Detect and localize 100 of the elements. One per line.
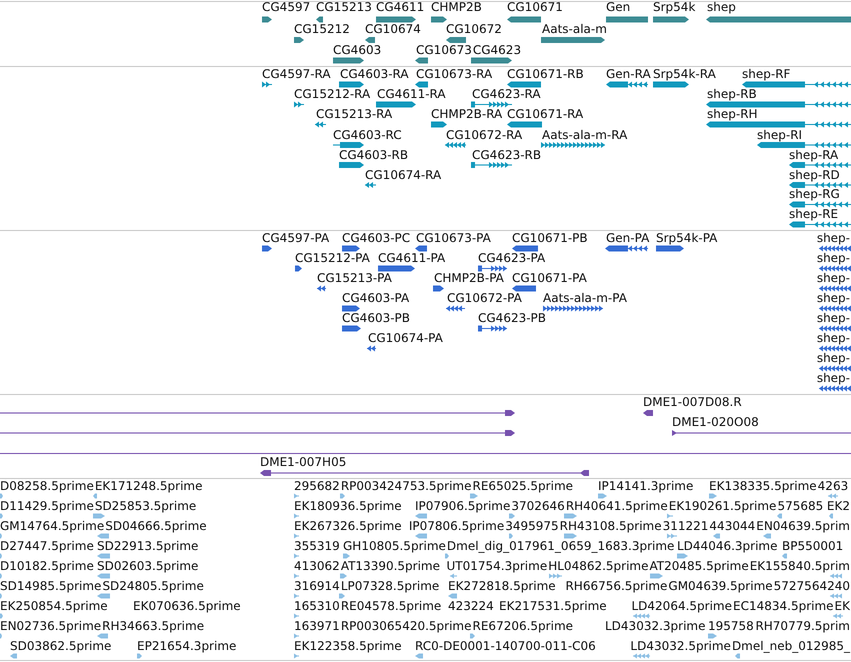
gene-label: CG10672 <box>446 23 502 36</box>
protein-label: CG4623-PA <box>478 252 546 265</box>
transcript-label: CG10673-RA <box>416 68 492 81</box>
read-label: EN04639.5prim <box>756 520 850 533</box>
read-label: 195758 <box>708 620 754 633</box>
transcript-label: shep-RG <box>789 188 840 201</box>
transcript-label: Aats-ala-m-RA <box>542 129 628 142</box>
protein-label: shep- <box>816 352 850 365</box>
protein-label: CG4611-PA <box>378 252 446 265</box>
protein-label: shep- <box>816 372 850 385</box>
read-label: Dmel_neb_012985_ <box>732 640 850 653</box>
read-label: GM04639.5prime <box>668 580 773 593</box>
clone-label: DME1-007H05 <box>260 456 346 469</box>
read-label: SD24805.5prime <box>102 580 204 593</box>
read-label: 165310 <box>294 600 340 613</box>
read-label: 355319 <box>294 540 340 553</box>
read-label: LD42064.5prime <box>631 600 732 613</box>
protein-label: shep- <box>816 232 850 245</box>
transcript-label: CG4623-RA <box>472 88 541 101</box>
read-label: EP21654.3prime <box>137 640 236 653</box>
protein-label: Srp54k-PA <box>656 232 718 245</box>
transcript-label: CG4603-RC <box>333 129 402 142</box>
read-label: EK138335.5prime <box>709 480 817 493</box>
read-label: BP550001 <box>782 540 844 553</box>
gene-label: CG10671 <box>507 1 563 14</box>
read-label: RH34663.5prime <box>102 620 204 633</box>
read-label: 3702646 <box>511 500 565 513</box>
protein-label: CG15213-PA <box>317 272 392 285</box>
transcript-label: shep-RB <box>707 88 757 101</box>
read-label: D27447.5prime <box>0 540 94 553</box>
gene-label: Gen <box>606 1 630 14</box>
read-label: 163971 <box>294 620 340 633</box>
protein-label: CG10673-PA <box>416 232 491 245</box>
read-label: D10182.5prime <box>0 560 94 573</box>
read-label: AT13390.5prime <box>340 560 440 573</box>
read-label: EK <box>834 600 850 613</box>
read-label: EK267326.5prime <box>294 520 402 533</box>
transcript-label: CG15213-RA <box>316 108 392 121</box>
gene-label: shep <box>707 1 736 14</box>
read-label: GH10805.5prime <box>343 540 446 553</box>
read-label: 443044 <box>709 520 756 533</box>
transcript-label: CG4623-RB <box>472 149 542 162</box>
read-label: LD44046.3prime <box>677 540 778 553</box>
read-label: D11429.5prime <box>0 500 94 513</box>
protein-label: CG10671-PA <box>512 272 587 285</box>
protein-label: CG10671-PB <box>512 232 588 245</box>
read-label: SD14985.5prime <box>0 580 102 593</box>
read-label: SD25853.5prime <box>94 500 196 513</box>
read-label: EC14834.5prime <box>733 600 834 613</box>
gene-label: CG4611 <box>376 1 424 14</box>
read-label: RP003424753.5prime <box>340 480 472 493</box>
transcript-label: CG10674-RA <box>365 169 442 182</box>
transcript-label: shep-RA <box>789 149 838 162</box>
protein-label: CG15212-PA <box>295 252 370 265</box>
read-label: EK180936.5prime <box>294 500 402 513</box>
read-label: RH40641.5prime <box>566 500 668 513</box>
gene-label: CG4597 <box>262 1 310 14</box>
read-label: SD04666.5prime <box>105 520 207 533</box>
read-label: 575685 <box>777 500 824 513</box>
protein-label: shep- <box>816 252 850 265</box>
read-label: GM14764.5prime <box>0 520 104 533</box>
protein-label: Gen-PA <box>606 232 650 245</box>
read-label: SD02603.5prime <box>97 560 198 573</box>
protein-label: CG10672-PA <box>447 292 522 305</box>
transcript-label: CG10671-RA <box>507 108 584 121</box>
protein-label: CHMP2B-PA <box>434 272 504 285</box>
gene-label: Aats-ala-m <box>542 23 607 36</box>
read-label: LD43032.3prime <box>605 620 706 633</box>
protein-label: CG4603-PA <box>342 292 410 305</box>
clone-label: DME1-020O08 <box>672 416 759 429</box>
read-label: RE67206.5prime <box>472 620 574 633</box>
gene-label: CG10674 <box>365 23 421 36</box>
transcript-label: shep-RE <box>789 208 838 221</box>
read-label: IP07806.5prime <box>408 520 504 533</box>
read-label: 311221 <box>662 520 708 533</box>
read-label: 423224 <box>448 600 494 613</box>
transcript-label: Srp54k-RA <box>653 68 716 81</box>
transcript-label: CG10672-RA <box>446 129 522 142</box>
transcript-label: CG4603-RA <box>340 68 409 81</box>
read-label: RH70779.5prim <box>755 620 850 633</box>
protein-label: CG4623-PB <box>478 312 546 325</box>
read-label: SD03862.5prime <box>10 640 112 653</box>
read-label: 5727564240 <box>774 580 850 593</box>
read-label: Dmel_dig_017961_0659_1683.3prime <box>446 540 674 553</box>
read-label: 4263 <box>818 480 848 493</box>
protein-label: CG4597-PA <box>262 232 330 245</box>
read-label: RP003065420.5prime <box>340 620 472 633</box>
read-label: RC0-DE0001-140700-011-C06 <box>415 640 596 653</box>
transcript-label: Gen-RA <box>606 68 651 81</box>
transcript-label: shep-RF <box>742 68 790 81</box>
protein-label: CG4603-PB <box>342 312 410 325</box>
read-label: RH66756.5prime <box>565 580 668 593</box>
transcript-label: CG4603-RB <box>339 149 408 162</box>
read-label: IP07906.5prime <box>415 500 510 513</box>
read-label: EK171248.5prime <box>94 480 202 493</box>
read-label: 3495975 <box>505 520 559 533</box>
protein-label: shep- <box>816 332 850 345</box>
read-label: IP14141.3prime <box>598 480 694 493</box>
read-label: RH43108.5prime <box>560 520 662 533</box>
protein-label: shep- <box>816 272 850 285</box>
